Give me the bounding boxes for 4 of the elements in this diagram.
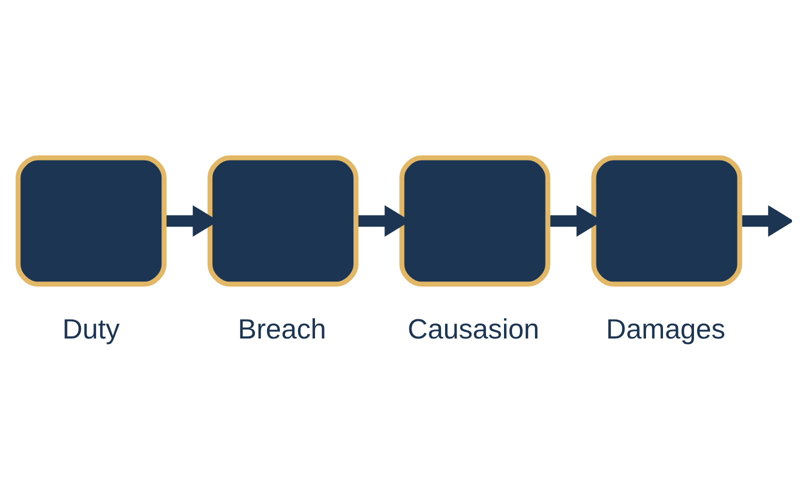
node-label: Causasion [408, 312, 540, 344]
node-label: Duty [62, 312, 120, 344]
node-label: Breach [238, 312, 326, 344]
node-label: Damages [606, 312, 726, 344]
